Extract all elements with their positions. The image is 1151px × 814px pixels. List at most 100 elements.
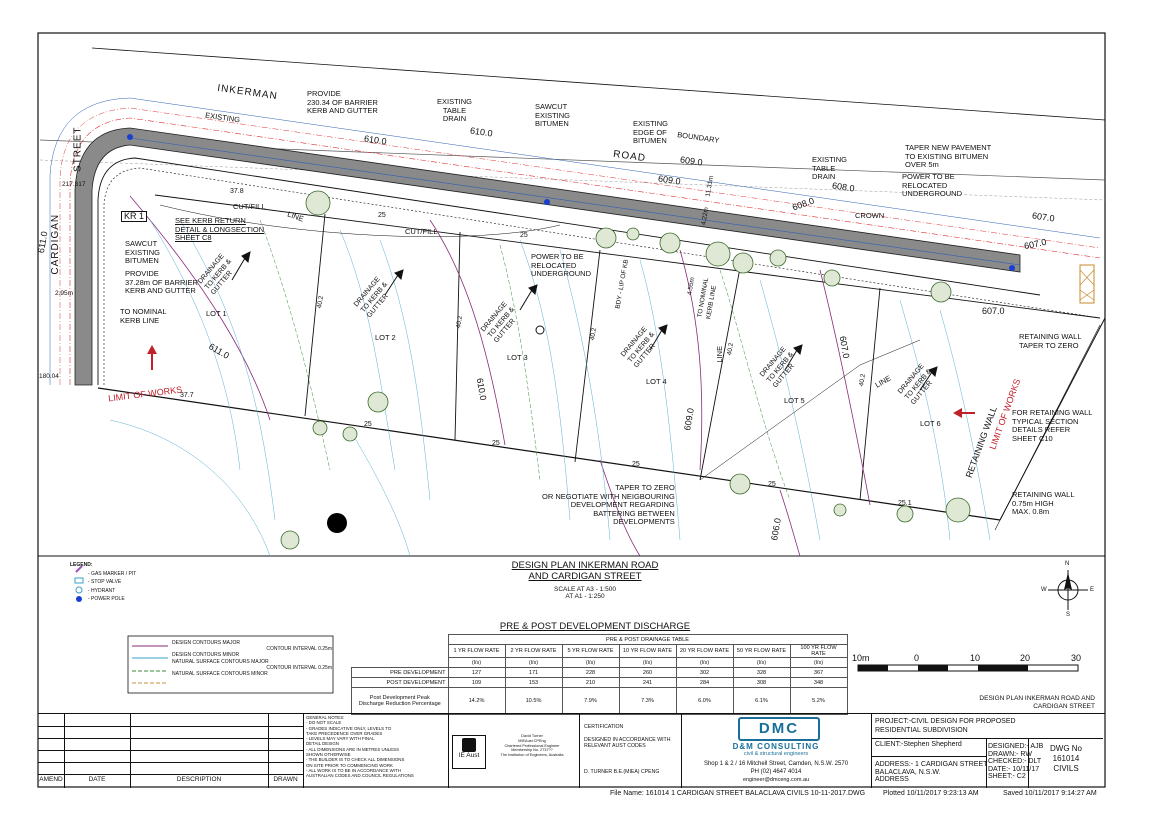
level-25-c: 25 [364, 421, 372, 428]
discharge-table-wrap: PRE & POST DRAINAGE TABLE 1 YR FLOW RATE… [351, 634, 848, 715]
table-cell: 153 [504, 677, 563, 688]
rev-col-amend: AMEND [39, 776, 63, 783]
road-name-inkerman: INKERMAN [216, 82, 279, 103]
table-cell: 6.0% [675, 687, 734, 715]
table-cell: 5.2% [789, 687, 848, 715]
notes-line: TAKE PRECEDENCE OVER GRADES [306, 730, 383, 736]
label-line-3: LINE [715, 345, 725, 363]
table-unit: (l/s) [504, 657, 563, 668]
table-cell: 228 [561, 667, 620, 678]
plan-caption-1: DESIGN PLAN INKERMAN ROAD AND [979, 695, 1095, 702]
plan-scale-1: SCALE AT A3 - 1:500 [554, 586, 616, 593]
contour-611-b: 611.0 [207, 341, 232, 361]
label-drainage-6: DRAINAGE TO KERB & GUTTER [896, 362, 934, 407]
table-unit: (l/s) [732, 657, 791, 668]
road-name-road: ROAD [612, 148, 647, 165]
contour-610-b: 610.0 [469, 125, 494, 139]
lot-3: LOT 3 [507, 353, 528, 362]
table-header: 100 YR FLOW RATE [789, 644, 848, 658]
table-row: POST DEVELOPMENT 109 153 210 241 284 308… [351, 677, 848, 688]
notes-line: - GRADES INDICATIVE ONLY, LEVELS TO [306, 725, 392, 731]
contour-607-b: 607.0 [1023, 236, 1048, 252]
label-nominal-kerb-line2: TO NOMINAL KERB LINE [696, 277, 718, 320]
level-25-1: 25.1 [898, 500, 912, 507]
table-row: PRE DEVELOPMENT 127 171 228 260 302 328 … [351, 667, 848, 678]
table-row: Post Development Peak Discharge Reductio… [351, 687, 848, 715]
company-name: D&M CONSULTING [732, 742, 820, 751]
legend-item: - STOP VALVE [88, 579, 122, 585]
label-limit-of-works-left: LIMIT OF WORKS [107, 384, 183, 404]
row-label: PRE DEVELOPMENT [351, 667, 449, 678]
label-taper-new-pavement: TAPER NEW PAVEMENT TO EXISTING BITUMEN O… [905, 143, 992, 169]
level-37-8: 37.8 [230, 188, 244, 195]
dwg-label: DWG No [1050, 744, 1082, 753]
legend: LEGEND: - GAS MARKER / PIT - STOP VALVE … [70, 561, 136, 604]
label-retaining-wall-typical: FOR RETAINING WALL TYPICAL SECTION DETAI… [1012, 408, 1093, 443]
ieaust-emblem-icon [462, 738, 476, 752]
notes-line: AUSTRALIAN CODES AND COUNCIL REGULATIONS [306, 773, 414, 779]
lot-2: LOT 2 [375, 333, 396, 342]
level-2-95: 2.95m [55, 290, 74, 297]
level-40-2-d: 40.2 [726, 342, 736, 356]
notes-line: - DO NOT SCALE [306, 720, 342, 726]
label-boundary: BOUNDARY [676, 130, 720, 145]
project-client: CLIENT:-Stephen Shepherd [875, 741, 962, 748]
company-address: Shop 1 & 2 / 16 Mitchell Street, Camden,… [703, 761, 849, 767]
table-cell: 241 [618, 677, 677, 688]
level-11-31: 11.31m [704, 175, 716, 198]
dwg-type: CIVILS [1053, 764, 1079, 773]
label-drainage-5: DRAINAGE TO KERB & GUTTER [758, 345, 796, 390]
notes-line: DETAIL DESIGN [306, 741, 339, 747]
kerb-gutter-band [74, 127, 1021, 386]
table-cell: 367 [789, 667, 848, 678]
level-4-55: 4.55m [686, 276, 697, 296]
drawing-number: DWG No 161014 CIVILS [1029, 744, 1103, 774]
scale-bar [857, 664, 1079, 672]
level-25-b: 25 [520, 232, 528, 239]
company-email: engineer@dmceng.com.au [742, 777, 810, 783]
street-name-street: STREET [72, 126, 84, 172]
level-40-2-b: 40.2 [455, 315, 465, 329]
scale-label: 0 [914, 653, 920, 663]
scale-label: 10m [852, 653, 870, 663]
row-label: POST DEVELOPMENT [351, 677, 449, 688]
street-name-cardigan: CARDIGAN [50, 213, 62, 275]
trees [280, 190, 971, 550]
notes-line: SHOWN OTHERWISE [306, 752, 351, 758]
label-crown: CROWN [855, 211, 885, 220]
label-power-relocated-mid: POWER TO BE RELOCATED UNDERGROUND [531, 252, 591, 278]
rev-col-date: DATE [88, 776, 106, 783]
label-line-1: LINE [286, 209, 305, 224]
power-pole-large [327, 513, 347, 533]
table-header: 50 YR FLOW RATE [732, 644, 791, 658]
label-existing-edge: EXISTING EDGE OF BITUMEN [633, 119, 669, 145]
table-cell: 260 [618, 667, 677, 678]
ieaust-logo: IE Aust [452, 735, 486, 769]
plan-caption: DESIGN PLAN INKERMAN ROAD AND CARDIGAN S… [960, 695, 1095, 711]
plan-title-2: AND CARDIGAN STREET [528, 571, 642, 582]
contour-610: 610.0 [363, 133, 388, 147]
table-cell: 14.2% [447, 687, 506, 715]
contour-legend-item: DESIGN CONTOURS MINOR [172, 652, 240, 659]
contour-legend-item: CONTOUR INTERVAL 0.25m [266, 664, 332, 671]
table-header: 2 YR FLOW RATE [504, 644, 563, 658]
table-cell: 348 [789, 677, 848, 688]
contour-607-d: 607.0 [837, 335, 852, 360]
label-sawcut-top: SAWCUT EXISTING BITUMEN [535, 102, 571, 128]
level-40-2-e: 40.2 [858, 373, 868, 387]
label-existing-table-drain-right: EXISTING TABLE DRAIN [812, 155, 848, 181]
label-existing: EXISTING [204, 110, 241, 125]
level-180: 180.04 [39, 373, 59, 380]
plan-title-block: DESIGN PLAN INKERMAN ROAD AND CARDIGAN S… [470, 560, 700, 600]
row-label: Post Development Peak Discharge Reductio… [351, 687, 449, 715]
level-25-e: 25 [632, 461, 640, 468]
level-25-a: 25 [378, 212, 386, 219]
level-40-2-a: 40.2 [316, 295, 326, 309]
legend-item: - HYDRANT [88, 587, 116, 594]
table-cell: 7.9% [561, 687, 620, 715]
label-retaining-wall-taper: RETAINING WALL TAPER TO ZERO [1019, 332, 1082, 350]
contour-legend: DESIGN CONTOURS MAJOR CONTOUR INTERVAL 0… [172, 640, 332, 677]
level-25-d: 25 [492, 440, 500, 447]
